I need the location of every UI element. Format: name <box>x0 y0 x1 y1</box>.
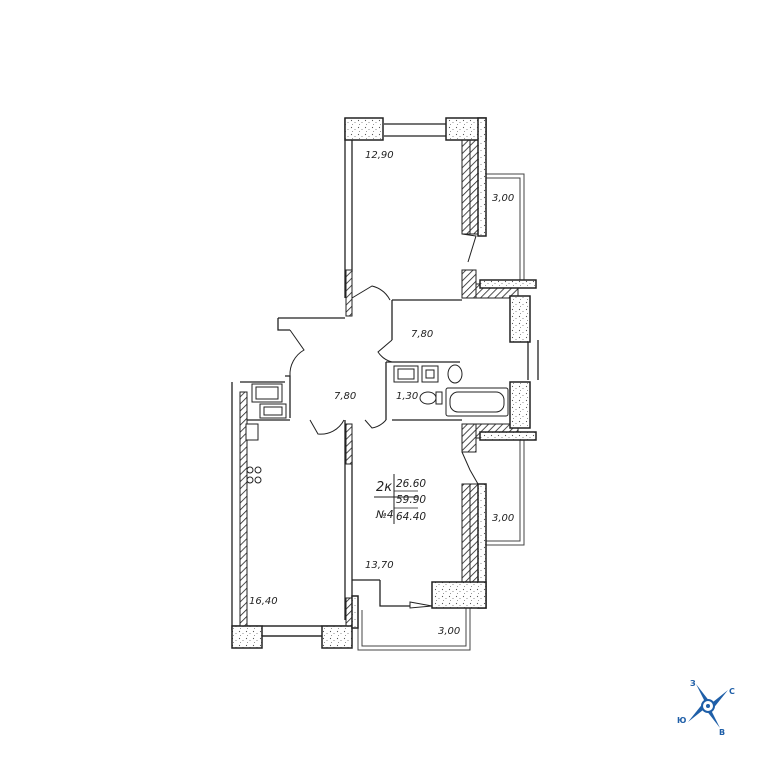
balcony-mid-outline <box>486 440 525 546</box>
balcony-top-inner <box>482 177 521 282</box>
label-living: 13,70 <box>365 560 394 571</box>
kitchen-sink <box>245 423 259 441</box>
compass-south: Ю <box>677 716 686 725</box>
apartment-type: 2к <box>376 480 392 495</box>
balcony-bottom-inner <box>361 606 467 647</box>
balcony-mid-inner <box>482 440 521 542</box>
toilet <box>419 391 437 405</box>
compass-west: З <box>690 679 696 688</box>
label-kitchen: 16,40 <box>249 596 278 607</box>
total-area: 59.90 <box>396 494 426 506</box>
living-area: 26.60 <box>396 478 426 490</box>
kitchen-fixtures <box>245 383 287 484</box>
compass-north: С <box>729 687 735 696</box>
balcony-top-outline <box>486 173 525 282</box>
sink <box>447 364 463 384</box>
apartment-info: 2к №4 26.60 59.90 64.40 <box>374 474 426 524</box>
label-room-top: 12,90 <box>365 150 394 161</box>
bathroom-fixtures <box>393 364 509 417</box>
apartment-number: №4 <box>375 509 394 521</box>
label-balcony-mid: 3,00 <box>492 513 514 524</box>
compass: З С Ю В <box>677 679 735 737</box>
label-hall: 7,80 <box>334 391 356 402</box>
label-balcony-bottom: 3,00 <box>438 626 460 637</box>
stove-burner <box>246 466 254 474</box>
compass-needle-nw <box>696 684 710 704</box>
compass-east: В <box>719 728 725 737</box>
compass-needle-se <box>706 708 720 728</box>
concrete-walls <box>231 117 537 649</box>
room-labels: 12,90 3,00 7,80 7,80 1,30 3,00 13,70 16,… <box>249 150 514 637</box>
door-swings <box>289 233 479 609</box>
label-balcony-top: 3,00 <box>492 193 514 204</box>
total-area-with-balcony: 64.40 <box>396 511 426 523</box>
label-bath: 1,30 <box>396 391 418 402</box>
label-bedroom-mid: 7,80 <box>411 329 433 340</box>
